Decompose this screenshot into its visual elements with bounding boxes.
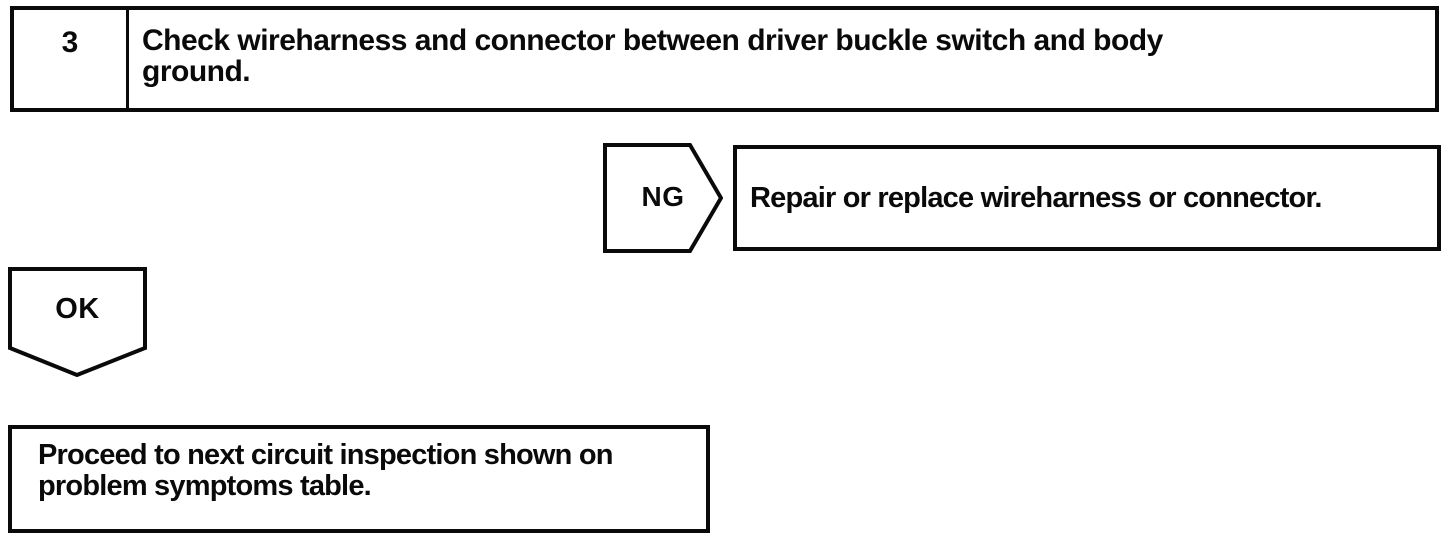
result-box: Proceed to next circuit inspection shown… (8, 425, 710, 533)
ok-pentagon-icon (8, 267, 147, 377)
result-line-1: Proceed to next circuit inspection shown… (38, 439, 613, 471)
step-instruction-line-2: ground. (142, 55, 251, 88)
step-box: 3 Check wireharness and connector betwee… (10, 6, 1439, 112)
ok-label: OK (55, 292, 100, 325)
step-instruction-line-1: Check wireharness and connector between … (142, 24, 1163, 57)
step-number: 3 (61, 26, 79, 59)
ng-label: NG (641, 181, 685, 212)
result-line-2: problem symptoms table. (38, 470, 372, 502)
step-instruction: Check wireharness and connector between … (129, 10, 1181, 108)
ng-action-text: Repair or replace wireharness or connect… (750, 181, 1322, 214)
ng-action-box: Repair or replace wireharness or connect… (733, 145, 1441, 251)
ng-pentagon-icon (603, 143, 723, 253)
step-number-cell: 3 (14, 10, 129, 108)
